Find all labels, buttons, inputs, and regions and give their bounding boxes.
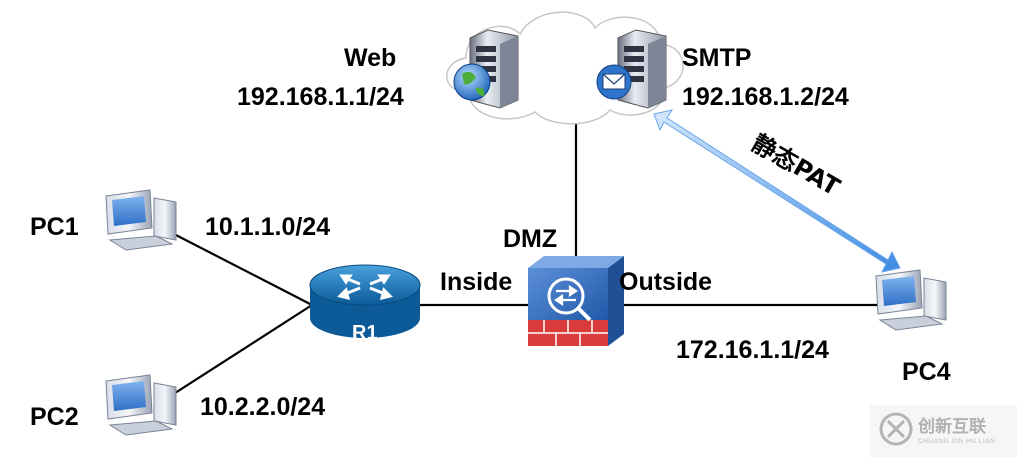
smtp-name-label: SMTP [682,44,751,72]
pc1-net-label: 10.1.1.0/24 [205,213,330,241]
pc2-label: PC2 [30,403,79,431]
static-pat-arrow [653,109,901,273]
smtp-ip-label: 192.168.1.2/24 [682,83,849,111]
dmz-label: DMZ [503,225,557,253]
link-pc1-r1 [171,232,313,306]
router-icon [309,264,421,338]
link-pc2-r1 [171,304,313,396]
pc1-icon [105,189,177,251]
globe-icon [453,63,491,101]
router-label: R1 [352,322,378,344]
inside-label: Inside [440,268,512,296]
links [171,120,880,396]
pc4-icon [875,269,947,331]
watermark-logo: 创新互联 CHUANG XIN HU LIAN [870,405,1017,457]
static-pat-label: 静态PAT [747,129,845,202]
firewall-icon [528,256,624,346]
watermark-cn: 创新互联 [917,416,986,437]
mail-icon [596,64,632,100]
pc4-label: PC4 [902,358,951,386]
web-name-label: Web [344,44,396,72]
outside-label: Outside [619,268,712,296]
outside-ip-label: 172.16.1.1/24 [676,336,829,364]
watermark-en: CHUANG XIN HU LIAN [918,438,995,445]
pc2-icon [105,374,177,436]
pc1-label: PC1 [30,213,79,241]
web-ip-label: 192.168.1.1/24 [237,83,404,111]
pc2-net-label: 10.2.2.0/24 [200,393,325,421]
